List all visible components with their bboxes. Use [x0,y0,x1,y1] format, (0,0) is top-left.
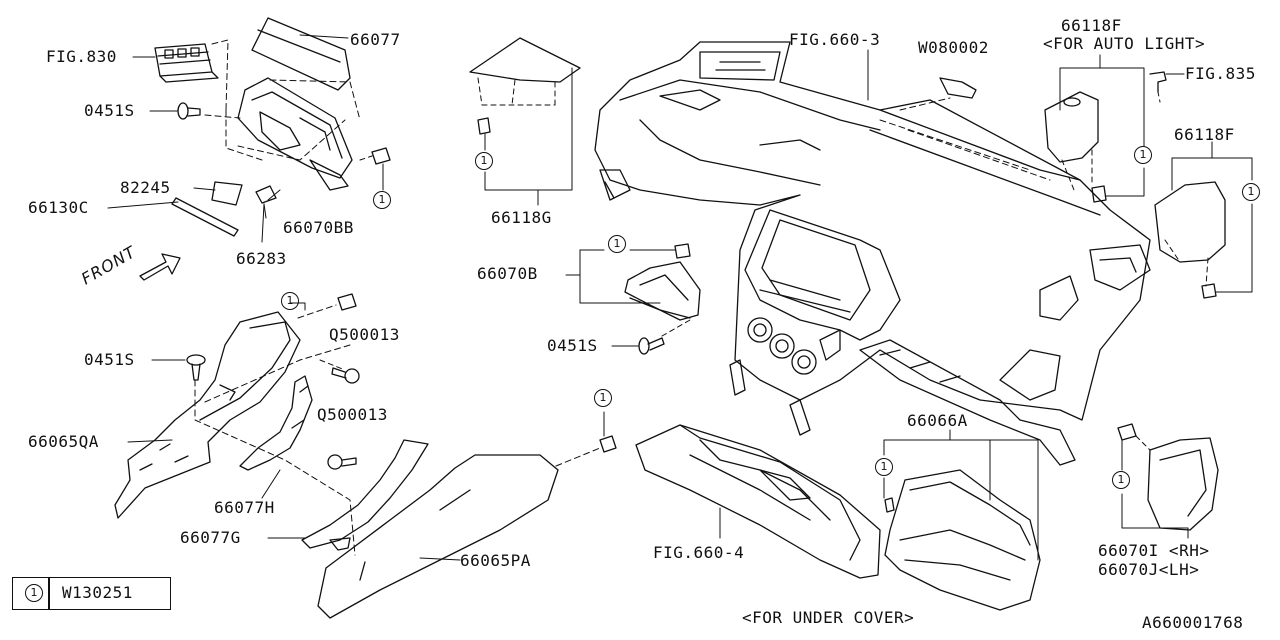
callout-1-66066a: 1 [875,458,893,476]
label-w080002: W080002 [918,38,989,57]
leader-lines-tl [132,39,229,111]
label-66130c: 66130C [28,198,89,217]
cover-66065pa-drawing [317,447,601,619]
callout-1-tl: 1 [373,191,391,209]
label-66070j: 66070J<LH> [1098,560,1200,579]
label-66070bb: 66070BB [283,218,354,237]
switch-panel-drawing [154,43,219,83]
label-66077h: 66077H [214,498,275,517]
panel-66077-drawing [251,17,351,91]
label-0451s-c: 0451S [547,336,598,355]
callout-1-66065qa: 1 [281,292,299,310]
clip-66283-drawing [255,185,281,243]
leader-lines-ml [127,302,356,556]
bezel-66070bb-drawing [204,77,361,191]
label-66118g: 66118G [491,208,552,227]
screw-0451s-c-drawing [611,319,691,355]
label-66118f-b: 66118F [1174,125,1235,144]
clip-82245-drawing [193,181,243,206]
screw-0451s-a-drawing [149,102,201,120]
label-66283: 66283 [236,249,287,268]
label-82245: 82245 [120,178,171,197]
legend-box [12,577,171,610]
label-q500013-b: Q500013 [317,405,388,424]
cover-66118g-drawing [469,37,581,206]
label-fig660-3: FIG.660-3 [789,30,881,49]
panel-66077h-drawing [239,375,313,499]
label-fig660-4: FIG.660-4 [653,543,745,562]
label-0451s-b: 0451S [84,350,135,369]
clip-drawing-lm [599,411,617,453]
label-66065pa: 66065PA [460,551,531,570]
label-66077: 66077 [350,30,401,49]
screw-q500013-a-drawing [319,359,360,384]
legend-divider [48,578,50,609]
clip-drawing-ml [337,293,357,311]
cover-66118f-a-drawing [1044,54,1185,203]
bezel-66070ij-drawing [1117,423,1219,539]
trim-66077g-drawing [267,439,429,549]
screw-q500013-b-drawing [327,454,357,470]
label-for-auto-light: <FOR AUTO LIGHT> [1043,34,1206,53]
callout-1-66118f-a: 1 [1134,146,1152,164]
callout-1-66065pa: 1 [594,389,612,407]
label-q500013-a: Q500013 [329,325,400,344]
front-arrow-drawing [139,253,181,281]
label-fig830: FIG.830 [46,47,117,66]
under-cover-66066a-drawing [883,429,1041,611]
glove-box-drawing [635,424,881,579]
instrument-panel-drawing [594,41,1151,466]
label-for-under-cover: <FOR UNDER COVER> [742,608,915,627]
label-66118f-a: 66118F [1061,16,1122,35]
strip-66130c-drawing [107,197,239,237]
screw-0451s-b-drawing [186,354,206,381]
label-66065qa: 66065QA [28,432,99,451]
label-66077g: 66077G [180,528,241,547]
legend-part: W130251 [62,583,133,602]
cover-66118f-b-drawing [1154,141,1253,299]
label-66070i: 66070I <RH> [1098,541,1210,560]
label-fig835: FIG.835 [1185,64,1256,83]
label-66070b: 66070B [477,264,538,283]
cover-66065qa-drawing [114,311,301,519]
callout-1-66070b: 1 [608,235,626,253]
callout-1-66118g: 1 [475,152,493,170]
callout-1-66118f-b: 1 [1242,183,1260,201]
callout-1-66070ij: 1 [1112,471,1130,489]
clip-drawing-tl [359,147,391,191]
bezel-66070b-drawing [565,243,701,321]
label-66066a: 66066A [907,411,968,430]
diagram-id: A660001768 [1142,613,1244,632]
label-0451s-a: 0451S [84,101,135,120]
legend-symbol: 1 [25,584,43,602]
